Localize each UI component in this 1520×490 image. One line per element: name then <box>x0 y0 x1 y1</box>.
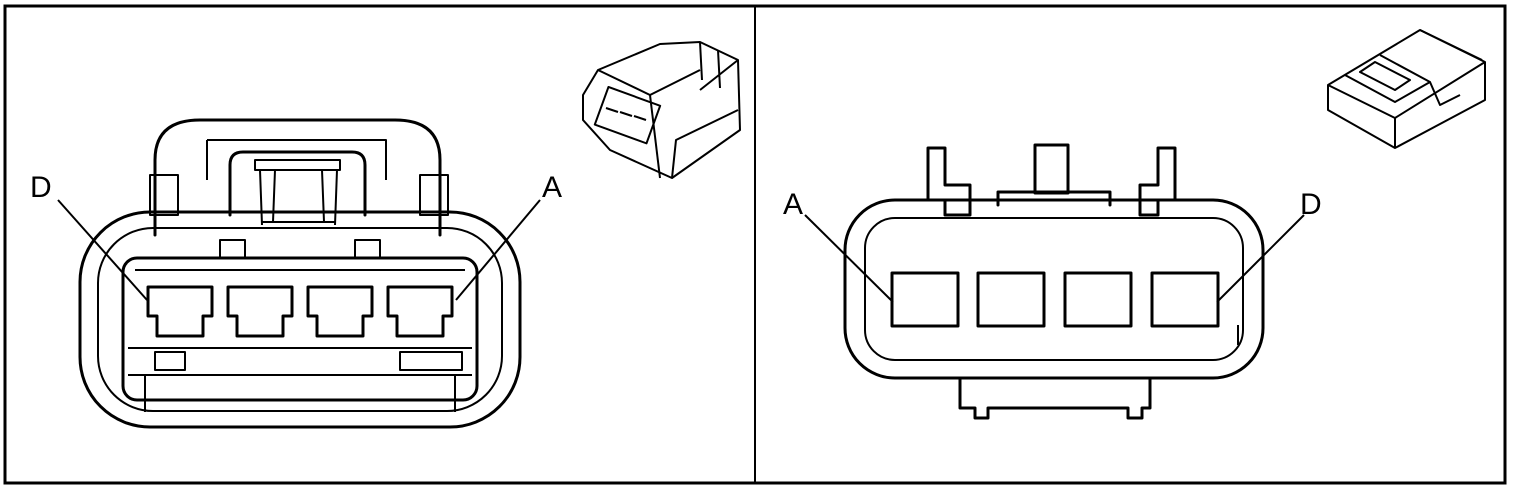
pin-label-a-left: A <box>542 171 562 204</box>
pin-label-a-right: A <box>783 188 803 221</box>
pin-label-d-right: D <box>1300 188 1322 221</box>
pin-label-d-left: D <box>30 171 52 204</box>
female-connector-face <box>78 118 522 429</box>
callout-line-a-left <box>455 199 541 301</box>
callout-line-d-left <box>57 199 148 301</box>
male-connector-face <box>843 143 1265 420</box>
female-connector-thumbnail <box>582 41 741 179</box>
callout-line-a-right <box>804 214 894 303</box>
male-connector-thumbnail <box>1327 29 1486 149</box>
callout-line-d-right <box>1216 214 1305 303</box>
